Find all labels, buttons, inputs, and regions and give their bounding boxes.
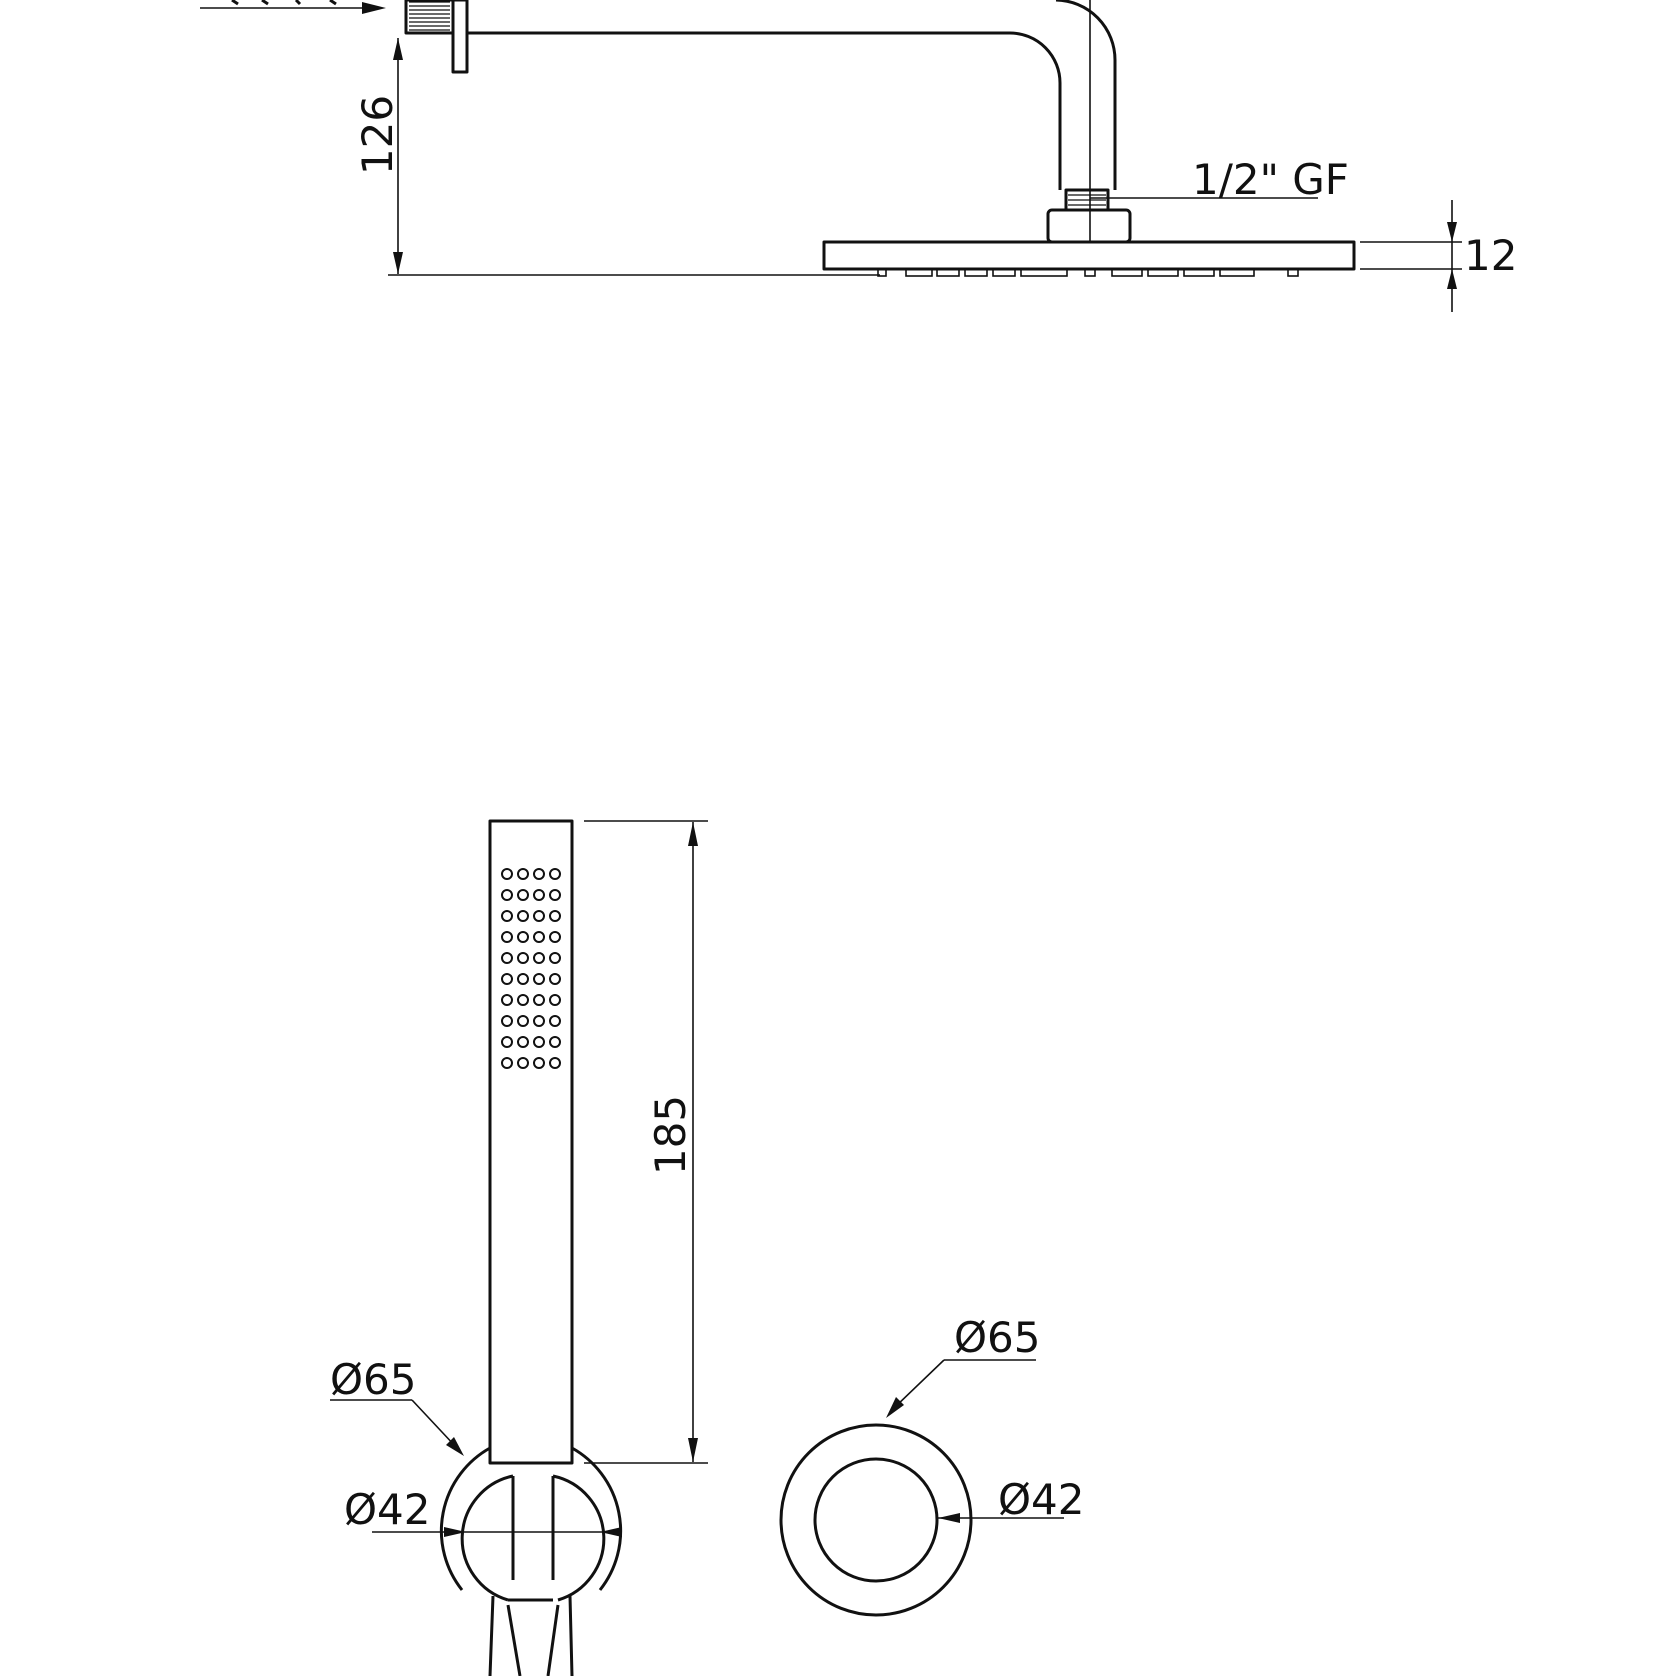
cropped-inlet-leader [200,0,386,14]
outlet-outer-label: Ø65 [954,1313,1041,1362]
shower-head-plate [822,240,1356,271]
head-thickness-label: 12 [1464,231,1517,280]
dimension-bracket-outer: Ø65 [330,1355,464,1456]
arm-drop-label: 126 [353,95,402,175]
dimension-bracket-inner: Ø42 [344,1485,622,1537]
hand-shower-length-label: 185 [646,1095,695,1175]
outlet-inner-label: Ø42 [998,1475,1085,1524]
inlet-thread-label: 1/2" GF [1192,155,1349,204]
dimension-outlet-outer: Ø65 [886,1313,1041,1418]
bracket-outer-label: Ø65 [330,1355,417,1404]
wall-outlet-rings [779,1423,973,1617]
hand-shower-handle [488,819,574,1465]
wall-flange [404,0,469,74]
shower-arm [465,0,1117,242]
dimension-arm-drop: 126 [353,38,880,276]
spray-dots [501,868,561,1069]
bracket-inner-label: Ø42 [344,1485,431,1534]
dimension-thread: 1/2" GF [1090,155,1349,204]
head-nozzles [877,268,1299,277]
hand-shower-bracket [439,1446,623,1676]
wall-outlet-assembly: Ø65 Ø42 [779,1313,1085,1617]
shower-arm-assembly: 126 1/2" GF 12 [200,0,1517,312]
dimension-hand-shower-length: 185 [584,820,708,1464]
hand-shower-assembly: 185 Ø65 Ø42 [330,819,708,1676]
dimension-head-thickness: 12 [1360,200,1517,312]
dimension-outlet-inner: Ø42 [938,1475,1085,1524]
